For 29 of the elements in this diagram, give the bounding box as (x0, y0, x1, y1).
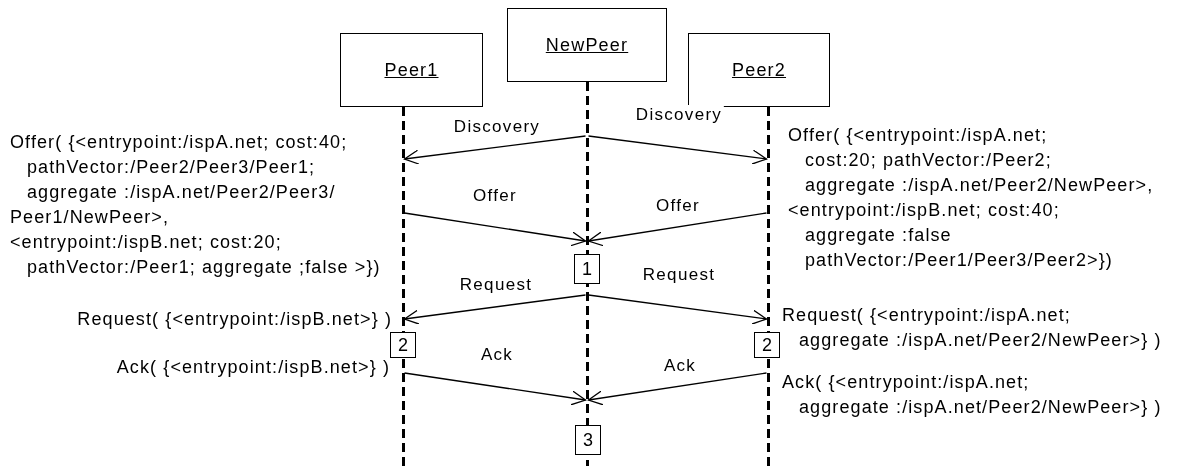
participant-name: Peer2 (731, 59, 786, 81)
step-box (754, 332, 780, 358)
step-number: 2 (762, 334, 772, 356)
message-arrow (403, 294, 587, 325)
message-arrow (587, 294, 768, 325)
message-note: Offer( {<entrypoint:/ispA.net; cost:20; pathVector:/Peer2; aggregate :/ispA.net/Peer2/NewPeer>, <entrypoint:/ispB.net; cost:40; aggregate :false pathVector:/Peer1/Peer3/Peer2>}) (788, 124, 1154, 272)
message-note: Ack( {<entrypoint:/ispA.net; aggregate :/ispA.net/Peer2/NewPeer>} ) (782, 371, 1162, 419)
message-note: Request( {<entrypoint:/ispB.net>} ) (77, 308, 392, 331)
message-note: Request( {<entrypoint:/ispA.net; aggregate :/ispA.net/Peer2/NewPeer>} ) (782, 304, 1162, 352)
participant-box (507, 8, 667, 82)
message-arrow (403, 212, 587, 247)
step-number: 2 (398, 334, 408, 356)
message-arrow (587, 212, 768, 247)
lifeline (401, 107, 405, 466)
message-note: Ack( {<entrypoint:/ispB.net>} ) (116, 356, 390, 379)
step-box (390, 332, 416, 358)
message-note: Offer( {<entrypoint:/ispA.net; cost:40; pathVector:/Peer2/Peer3/Peer1; aggregate :/ispA.net/Peer2/Peer3/ Peer1/NewPeer>, <entrypoint:/ispB.net; cost:20; pathVector:/Peer1; aggregate ;false >}) (10, 131, 381, 279)
step-number: 1 (582, 258, 592, 280)
step-box (575, 425, 601, 455)
participant-box (340, 33, 483, 107)
message-arrow (587, 372, 768, 406)
message-arrow (403, 135, 587, 165)
step-box (574, 254, 600, 284)
message-arrow (403, 372, 587, 406)
step-number: 3 (583, 429, 593, 451)
participant-box (688, 33, 830, 107)
participant-name: NewPeer (545, 34, 629, 56)
message-arrow (587, 135, 768, 165)
participant-name: Peer1 (384, 59, 439, 81)
